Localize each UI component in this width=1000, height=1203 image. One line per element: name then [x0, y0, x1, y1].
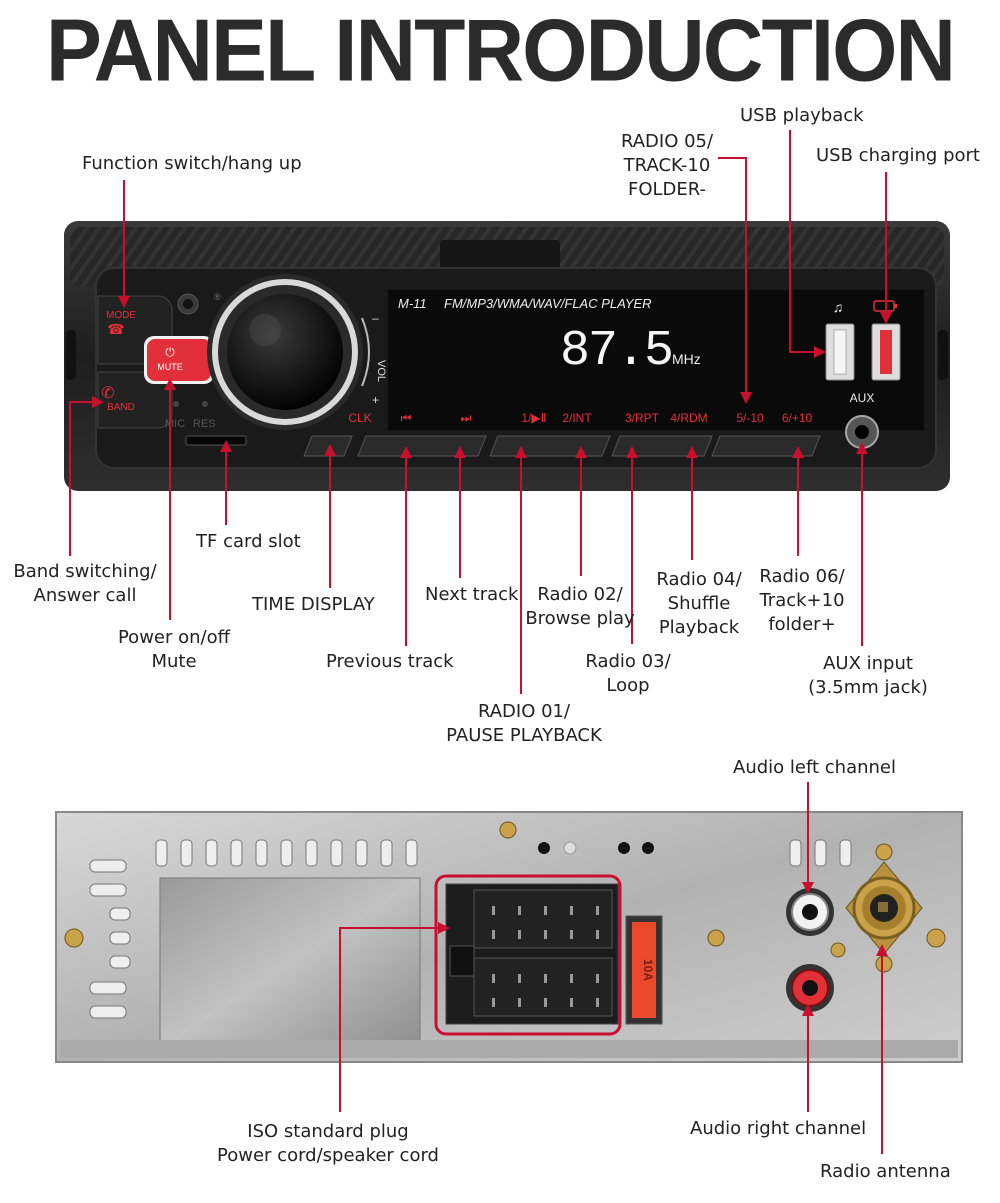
- label-radio02: Radio 02/Browse play: [525, 584, 635, 629]
- fuse: [632, 922, 656, 1018]
- label-tf-card: TF card slot: [196, 531, 301, 552]
- back-panel: 10A: [55, 811, 963, 1063]
- frequency-unit: MHz: [672, 351, 701, 367]
- res-label: RES: [193, 418, 216, 430]
- label-next-track: Next track: [425, 584, 519, 605]
- answer-call-icon: ✆: [101, 385, 114, 402]
- button-5-label: 5/-10: [736, 411, 764, 425]
- next-track-icon: ⏭: [461, 411, 472, 425]
- mic-label: MIC: [165, 418, 185, 430]
- prev-track-icon: ⏮: [401, 411, 412, 425]
- ir-label: ®: [214, 292, 221, 302]
- mute-label: MUTE: [157, 362, 183, 372]
- button-2-label: 2/INT: [562, 411, 592, 425]
- label-radio03: Radio 03/Loop: [585, 651, 671, 696]
- aux-label: AUX: [850, 391, 875, 405]
- button-4-label: 4/RDM: [670, 411, 707, 425]
- page-title: PANEL INTRODUCTION: [45, 0, 956, 100]
- label-function-switch: Function switch/hang up: [82, 153, 302, 174]
- callout-arrowheads: [92, 296, 892, 1016]
- button-3-label: 3/RPT: [625, 411, 660, 425]
- model-label: M-11: [398, 296, 427, 311]
- power-icon: ⏻: [165, 345, 175, 359]
- label-band-switching: Band switching/Answer call: [13, 561, 157, 606]
- label-audio-left: Audio left channel: [733, 757, 896, 778]
- music-icon: ♫: [833, 299, 844, 315]
- vol-plus-label: +: [372, 393, 379, 407]
- iso-connector-highlight: [434, 874, 622, 1036]
- frequency-readout: 87.5: [560, 323, 672, 380]
- clk-button-label: CLK: [348, 411, 371, 425]
- callout-lines: [69, 130, 887, 1154]
- label-previous-track: Previous track: [326, 651, 454, 672]
- vol-label: VOL: [375, 360, 387, 382]
- vol-minus-label: –: [372, 311, 379, 325]
- label-aux-input: AUX input(3.5mm jack): [808, 653, 928, 698]
- label-usb-playback: USB playback: [740, 105, 864, 126]
- label-radio-antenna: Radio antenna: [820, 1161, 951, 1182]
- button-6-label: 6/+10: [782, 411, 813, 425]
- hangup-icon: ☎: [107, 321, 124, 337]
- label-radio01: RADIO 01/PAUSE PLAYBACK: [446, 701, 602, 746]
- button-1-label: 1/▶Ⅱ: [521, 411, 546, 425]
- band-label: BAND: [107, 402, 135, 413]
- mode-label: MODE: [106, 310, 136, 321]
- fuse-rating: 10A: [641, 959, 655, 981]
- label-time-display: TIME DISPLAY: [252, 594, 375, 615]
- label-audio-right: Audio right channel: [690, 1118, 867, 1139]
- label-usb-charging: USB charging port: [816, 145, 980, 166]
- front-panel: MODE ☎ ✆ BAND ⏻ MUTE ® MIC RES – VOL + M…: [64, 221, 950, 491]
- player-label: FM/MP3/WMA/WAV/FLAC PLAYER: [444, 296, 652, 311]
